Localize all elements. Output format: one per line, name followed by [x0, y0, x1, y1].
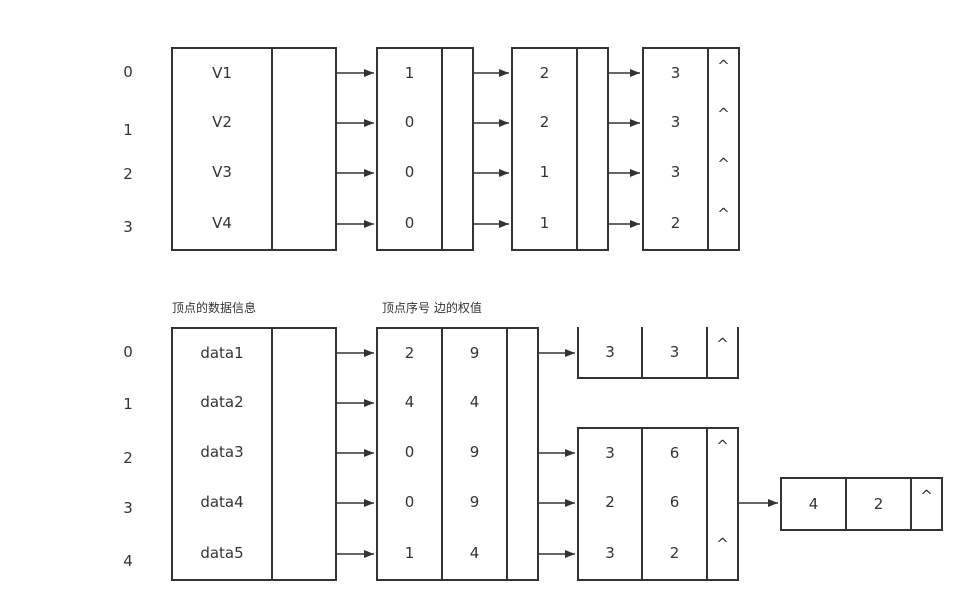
weight-cell: 4: [441, 527, 508, 581]
vertex-data-cell: V1: [171, 47, 273, 99]
firstedge-pointer-cell: [271, 327, 337, 379]
null-pointer-cell: ^: [706, 427, 739, 479]
next-pointer-cell: [576, 47, 609, 99]
adjvex-cell: 3: [577, 427, 643, 479]
next-pointer-cell: [576, 197, 609, 251]
firstedge-pointer-cell: [271, 477, 337, 529]
caption-edge-fields: 顶点序号 边的权值: [382, 301, 482, 315]
caption-vertex-data: 顶点的数据信息: [172, 301, 257, 315]
weight-cell: 9: [441, 327, 508, 379]
weight-cell: 9: [441, 427, 508, 479]
adjvex-cell: 1: [376, 47, 443, 99]
adjvex-cell: 3: [642, 97, 709, 149]
vertex-data-cell: data5: [171, 527, 273, 581]
firstedge-pointer-cell: [271, 147, 337, 199]
next-pointer-cell: [506, 427, 539, 479]
adjvex-cell: 4: [780, 477, 847, 531]
row-index: 4: [123, 552, 133, 570]
weight-cell: 3: [641, 327, 708, 379]
adjvex-cell: 1: [511, 197, 578, 251]
weight-cell: 9: [441, 477, 508, 529]
null-pointer-cell: ^: [706, 527, 739, 581]
vertex-data-cell: data2: [171, 377, 273, 429]
adjvex-cell: 1: [376, 527, 443, 581]
row-index: 0: [123, 63, 133, 81]
next-pointer-cell: [506, 327, 539, 379]
null-pointer-cell: ^: [707, 47, 740, 99]
vertex-data-cell: data1: [171, 327, 273, 379]
firstedge-pointer-cell: [271, 197, 337, 251]
next-pointer-cell: [441, 147, 474, 199]
adjvex-cell: 2: [577, 477, 643, 529]
next-pointer-cell: [506, 527, 539, 581]
weight-cell: 2: [641, 527, 708, 581]
row-index: 1: [123, 121, 133, 139]
firstedge-pointer-cell: [271, 527, 337, 581]
firstedge-pointer-cell: [271, 97, 337, 149]
null-pointer-cell: ^: [910, 477, 943, 531]
next-pointer-cell: [441, 47, 474, 99]
next-pointer-cell: [706, 477, 739, 529]
null-pointer-cell: ^: [707, 147, 740, 199]
adjvex-cell: 0: [376, 197, 443, 251]
row-index: 2: [123, 165, 133, 183]
row-index: 3: [123, 499, 133, 517]
next-pointer-cell: [441, 197, 474, 251]
row-index: 3: [123, 218, 133, 236]
adjvex-cell: 0: [376, 147, 443, 199]
row-index: 2: [123, 449, 133, 467]
row-index: 0: [123, 343, 133, 361]
adjvex-cell: 0: [376, 97, 443, 149]
row-index: 1: [123, 395, 133, 413]
null-pointer-cell: ^: [707, 97, 740, 149]
next-pointer-cell: [506, 377, 539, 429]
vertex-data-cell: V3: [171, 147, 273, 199]
null-pointer-cell: ^: [707, 197, 740, 251]
null-pointer-cell: ^: [706, 327, 739, 379]
vertex-data-cell: V4: [171, 197, 273, 251]
next-pointer-cell: [441, 97, 474, 149]
